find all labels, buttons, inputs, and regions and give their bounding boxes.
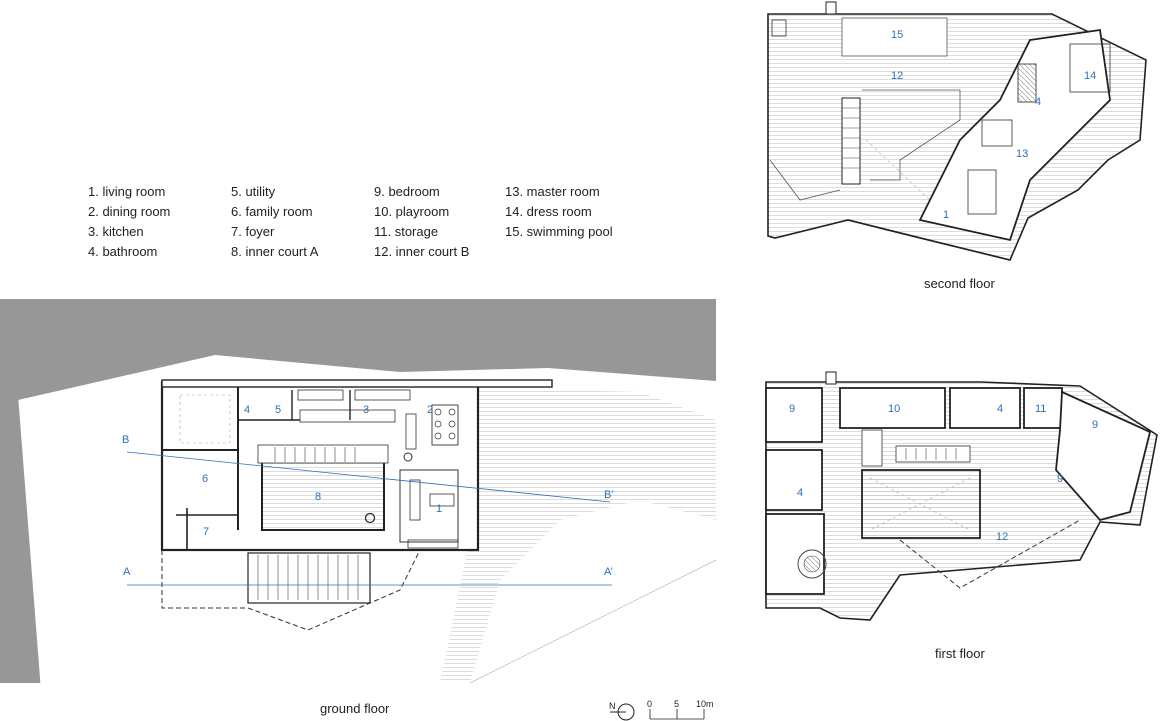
room-label: 11 bbox=[1035, 403, 1046, 415]
caption-ground-floor: ground floor bbox=[320, 701, 390, 716]
room-label: 9 bbox=[1057, 473, 1063, 485]
room-label: 15 bbox=[891, 29, 903, 41]
inner-court-a bbox=[261, 457, 385, 531]
legend-item: 12. inner court B bbox=[374, 244, 470, 259]
scale-label: 0 bbox=[647, 699, 652, 709]
section-mark: B bbox=[122, 434, 129, 446]
legend-item: 6. family room bbox=[231, 204, 313, 219]
scale-bar: N 0 5 10m bbox=[609, 699, 714, 721]
ground-floor-plan: 1 2 3 4 5 6 7 8 A A’ B B’ bbox=[0, 299, 717, 684]
section-mark: A bbox=[123, 566, 131, 578]
entry-stairs bbox=[247, 552, 371, 604]
room-label: 4 bbox=[797, 487, 803, 499]
room-label: 9 bbox=[789, 403, 795, 415]
caption-first-floor: first floor bbox=[935, 646, 985, 661]
room-legend: 1. living room 5. utility 9. bedroom 13.… bbox=[88, 184, 635, 259]
master-wing bbox=[918, 28, 1111, 242]
room-label: 6 bbox=[202, 473, 208, 485]
second-floor-plan: 15 12 14 4 13 1 bbox=[767, 1, 1147, 261]
legend-item: 9. bedroom bbox=[374, 184, 440, 199]
inner-court-b bbox=[861, 469, 981, 539]
section-line-b bbox=[126, 451, 611, 503]
room-label: 5 bbox=[275, 404, 281, 416]
room-label: 9 bbox=[1092, 419, 1098, 431]
legend-item: 13. master room bbox=[505, 184, 600, 199]
room-label: 1 bbox=[436, 503, 442, 515]
room-label: 1 bbox=[943, 209, 949, 221]
legend-item: 4. bathroom bbox=[88, 244, 158, 259]
room-label: 4 bbox=[997, 403, 1003, 415]
legend-item: 10. playroom bbox=[374, 204, 450, 219]
room-label: 3 bbox=[363, 404, 369, 416]
section-mark: B’ bbox=[604, 489, 614, 501]
room-label: 4 bbox=[1035, 96, 1041, 108]
room-label: 4 bbox=[244, 404, 250, 416]
legend-item: 11. storage bbox=[374, 224, 439, 239]
room-label: 8 bbox=[315, 491, 321, 503]
first-floor-plan: 9 10 4 11 9 9 4 12 bbox=[765, 371, 1158, 621]
legend-item: 14. dress room bbox=[505, 204, 592, 219]
legend-item: 3. kitchen bbox=[88, 224, 144, 239]
swimming-pool bbox=[841, 17, 948, 57]
legend-item: 8. inner court A bbox=[231, 244, 319, 259]
scale-label: 10m bbox=[696, 699, 714, 709]
section-mark: A’ bbox=[604, 566, 613, 578]
scale-label: 5 bbox=[674, 699, 679, 709]
deck-area bbox=[440, 388, 716, 683]
legend-item: 2. dining room bbox=[88, 204, 171, 219]
room-label: 14 bbox=[1084, 70, 1096, 82]
legend-item: 5. utility bbox=[231, 184, 276, 199]
north-label: N bbox=[609, 701, 616, 711]
legend-item: 7. foyer bbox=[231, 224, 275, 239]
room-label: 13 bbox=[1016, 148, 1028, 160]
legend-item: 15. swimming pool bbox=[505, 224, 613, 239]
room-label: 12 bbox=[996, 531, 1008, 543]
room-label: 10 bbox=[888, 403, 900, 415]
room-label: 2 bbox=[427, 404, 433, 416]
legend-item: 1. living room bbox=[88, 184, 166, 199]
room-label: 12 bbox=[891, 70, 903, 82]
room-label: 7 bbox=[203, 526, 209, 538]
caption-second-floor: second floor bbox=[924, 276, 995, 291]
